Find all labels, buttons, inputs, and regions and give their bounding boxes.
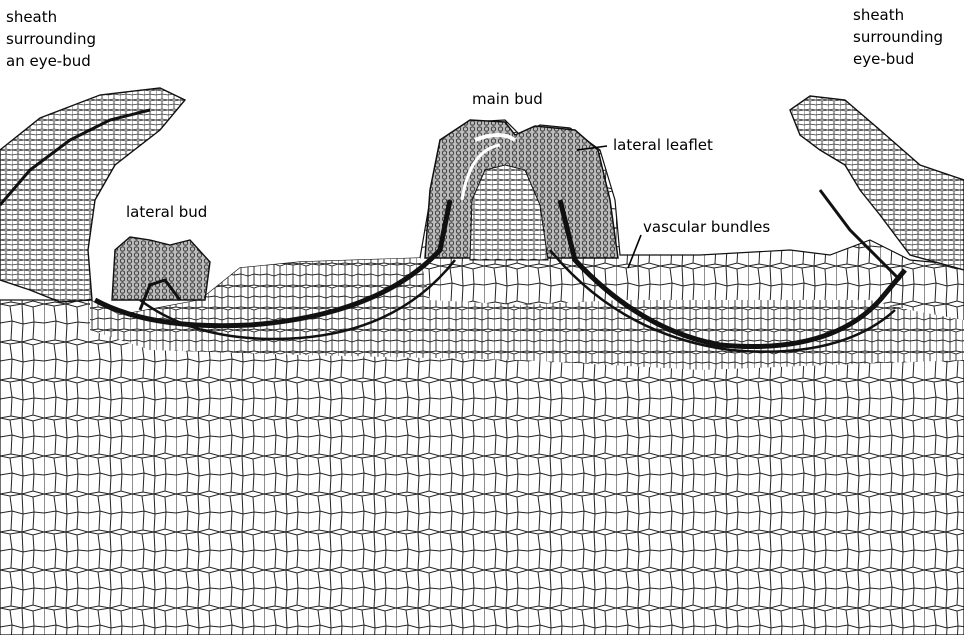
sheath-left-line-1: sheath <box>6 6 96 28</box>
lateral-leaflet-label: lateral leaflet <box>613 134 713 156</box>
sheath-left-label: sheath surrounding an eye-bud <box>6 6 96 72</box>
lateral-bud <box>112 237 210 300</box>
sheath-right-line-2: surrounding <box>853 26 943 48</box>
lateral-bud-label: lateral bud <box>126 201 207 223</box>
sheath-right-line-1: sheath <box>853 4 943 26</box>
sheath-left-line-2: surrounding <box>6 28 96 50</box>
vascular-bundles-label: vascular bundles <box>643 216 770 238</box>
sheath-right-line-3: eye-bud <box>853 48 943 70</box>
sheath-right-label: sheath surrounding eye-bud <box>853 4 943 70</box>
sheath-left-line-3: an eye-bud <box>6 50 96 72</box>
main-bud-label: main bud <box>472 88 543 110</box>
